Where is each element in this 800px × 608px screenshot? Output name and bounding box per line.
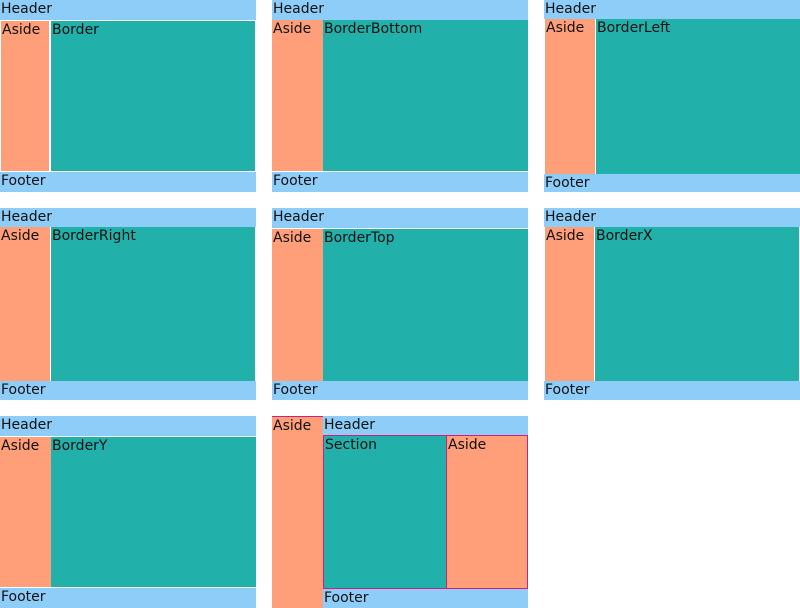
panel-holy-grail: Aside Header Section Aside Footer (272, 416, 528, 608)
panel-border-bottom: Header Aside BorderBottom Footer (272, 0, 528, 192)
main-label: Border (52, 22, 99, 38)
header: Header (0, 416, 256, 436)
header-label: Header (1, 417, 52, 433)
main-area: BorderTop (323, 228, 528, 381)
header: Header (0, 208, 256, 227)
footer-label: Footer (545, 382, 590, 398)
main-label: BorderTop (324, 230, 395, 246)
main-area: BorderLeft (595, 19, 800, 174)
aside-label: Aside (1, 228, 40, 244)
main-area: BorderRight (51, 227, 256, 381)
aside-label: Aside (546, 20, 585, 36)
footer: Footer (0, 381, 256, 400)
panel-border-right: Header Aside BorderRight Footer (0, 208, 256, 400)
footer-label: Footer (1, 589, 46, 605)
aside: Aside (0, 436, 51, 588)
aside-label: Aside (1, 438, 40, 454)
main-label: BorderBottom (324, 21, 423, 37)
aside-right-label: Aside (448, 437, 487, 453)
footer-label: Footer (545, 175, 590, 191)
footer: Footer (272, 172, 528, 192)
section: Section (323, 435, 447, 589)
footer: Footer (0, 172, 256, 192)
main-label: BorderX (596, 228, 653, 244)
aside-right: Aside (446, 435, 528, 589)
main-area: BorderBottom (323, 20, 528, 172)
main-label: BorderLeft (597, 20, 671, 36)
panel-border: Header Aside Border Footer (0, 0, 256, 192)
footer: Footer (272, 381, 528, 400)
main-label: BorderRight (52, 228, 136, 244)
aside-label: Aside (273, 230, 312, 246)
header-label: Header (1, 1, 52, 17)
header-label: Header (324, 417, 375, 433)
panel-border-y: Header Aside BorderY Footer (0, 416, 256, 608)
footer-label: Footer (273, 173, 318, 189)
aside: Aside (0, 20, 50, 172)
footer-label: Footer (324, 590, 369, 606)
header-label: Header (545, 1, 596, 17)
footer: Footer (544, 174, 800, 192)
footer-label: Footer (273, 382, 318, 398)
aside: Aside (544, 19, 595, 174)
header-label: Header (1, 209, 52, 225)
aside: Aside (0, 227, 51, 381)
main-area: BorderX (594, 227, 800, 381)
aside-left: Aside (272, 416, 323, 608)
aside: Aside (544, 227, 595, 381)
footer-label: Footer (1, 382, 46, 398)
header: Header (544, 208, 800, 227)
footer: Footer (544, 381, 800, 400)
aside-left-label: Aside (273, 418, 312, 434)
aside: Aside (272, 228, 323, 381)
header: Header (272, 208, 528, 228)
header: Header (544, 0, 800, 19)
header: Header (0, 0, 256, 20)
aside-label: Aside (273, 21, 312, 37)
panel-border-x: Header Aside BorderX Footer (544, 208, 800, 400)
footer: Footer (323, 589, 528, 608)
header-label: Header (273, 1, 324, 17)
header: Header (323, 416, 528, 435)
panel-border-top: Header Aside BorderTop Footer (272, 208, 528, 400)
header-label: Header (273, 209, 324, 225)
aside-label: Aside (546, 228, 585, 244)
main-area: BorderY (51, 436, 256, 588)
footer-label: Footer (1, 173, 46, 189)
header-label: Header (545, 209, 596, 225)
footer: Footer (0, 588, 256, 608)
aside: Aside (272, 20, 323, 172)
header: Header (272, 0, 528, 20)
main-area: Border (50, 20, 256, 172)
aside-label: Aside (2, 22, 41, 38)
panel-border-left: Header Aside BorderLeft Footer (544, 0, 800, 192)
main-label: BorderY (52, 438, 108, 454)
section-label: Section (325, 437, 378, 453)
